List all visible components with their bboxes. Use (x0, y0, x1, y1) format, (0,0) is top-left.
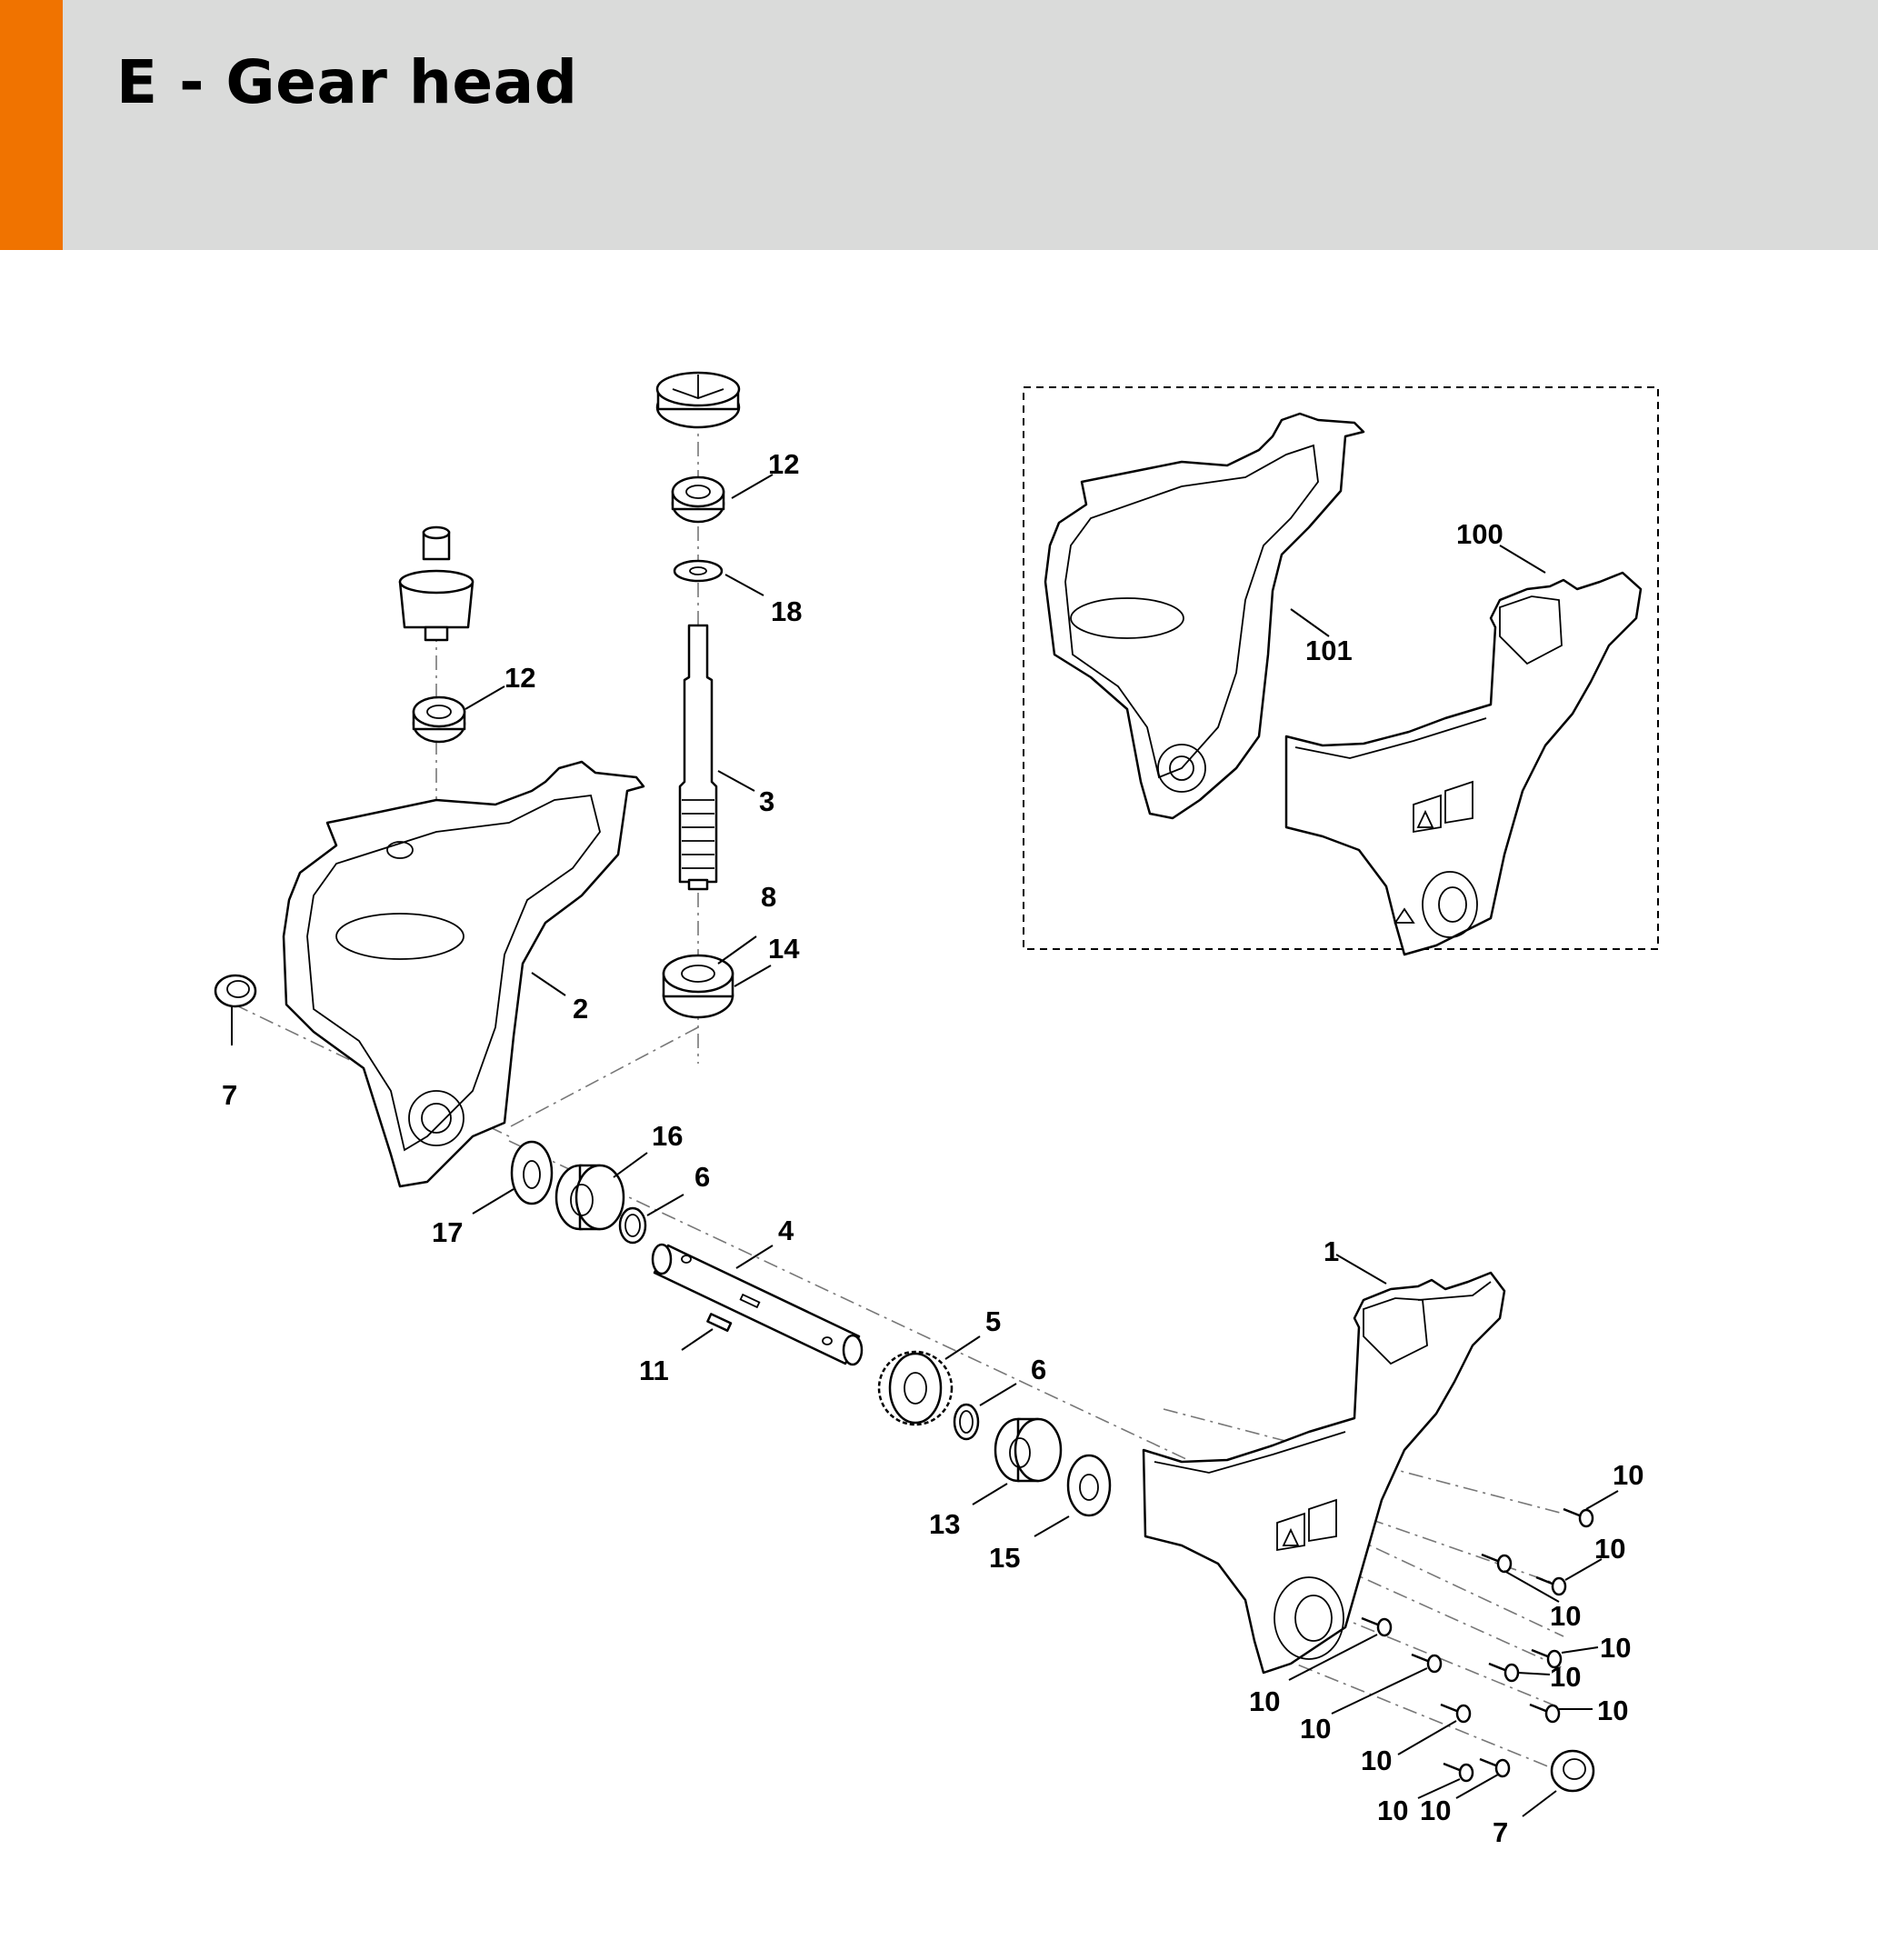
bearing-12-upper (671, 475, 725, 524)
part-labels: 12 18 12 3 8 14 2 7 16 6 17 4 5 11 6 13 … (222, 448, 1643, 1848)
label-11: 11 (639, 1355, 669, 1386)
label-12-upper: 12 (768, 448, 799, 480)
label-10-h: 10 (1300, 1713, 1331, 1745)
screws-10 (1361, 1507, 1594, 1783)
label-10-c: 10 (1550, 1600, 1581, 1632)
cap-7-right (1550, 1749, 1595, 1793)
washer-18 (673, 559, 724, 583)
screw-10-e (1488, 1662, 1520, 1683)
label-10-i: 10 (1361, 1745, 1392, 1776)
housing-half-2 (282, 760, 645, 1188)
circlip-6-lower (953, 1403, 980, 1441)
drive-hub-left (398, 525, 474, 642)
label-10-k: 10 (1420, 1795, 1451, 1826)
label-10-f: 10 (1597, 1695, 1628, 1726)
label-1: 1 (1324, 1235, 1339, 1267)
label-13: 13 (929, 1508, 960, 1540)
screw-10-i (1440, 1703, 1472, 1724)
bearing-13 (994, 1417, 1063, 1483)
ring-17 (510, 1140, 554, 1205)
bearing-14 (662, 954, 734, 1019)
label-10-e: 10 (1550, 1661, 1581, 1693)
header-band (0, 0, 1878, 250)
gear-5 (877, 1350, 954, 1426)
screw-10-j (1443, 1762, 1474, 1783)
inset-housing-101 (1044, 412, 1365, 820)
label-3: 3 (759, 785, 774, 817)
screw-10-k (1479, 1757, 1511, 1778)
screw-10-h (1411, 1653, 1443, 1674)
screw-10-a (1563, 1507, 1594, 1528)
label-10-a: 10 (1613, 1459, 1643, 1491)
label-2: 2 (573, 993, 588, 1025)
inset-cover-100 (1284, 571, 1643, 956)
label-101: 101 (1305, 635, 1353, 666)
ring-15 (1066, 1454, 1112, 1517)
circlip-6-upper (618, 1206, 647, 1245)
key-11 (706, 1313, 733, 1332)
bearing-16 (554, 1164, 625, 1231)
leader-lines (231, 474, 1619, 1817)
shaft-3 (678, 624, 718, 891)
label-14: 14 (768, 933, 800, 965)
label-16: 16 (652, 1120, 683, 1152)
label-7-right: 7 (1493, 1816, 1508, 1848)
label-4: 4 (778, 1215, 794, 1246)
label-6-lower: 6 (1031, 1354, 1046, 1385)
label-18: 18 (771, 595, 802, 627)
shaft-4 (651, 1243, 864, 1366)
screw-10-g (1361, 1616, 1393, 1637)
label-5: 5 (985, 1305, 1001, 1337)
drive-hub-upper (655, 371, 741, 429)
label-10-j: 10 (1377, 1795, 1408, 1826)
cap-7-left (214, 974, 257, 1008)
screw-10-f (1529, 1703, 1561, 1724)
label-8: 8 (761, 881, 776, 913)
label-10-b: 10 (1594, 1533, 1625, 1565)
label-100: 100 (1456, 518, 1503, 550)
label-17: 17 (432, 1216, 463, 1248)
screw-10-d (1531, 1648, 1563, 1669)
label-6-upper: 6 (694, 1161, 710, 1193)
page-title: E - Gear head (116, 47, 578, 117)
label-15: 15 (989, 1542, 1020, 1574)
label-10-d: 10 (1600, 1632, 1631, 1664)
housing-cover-1 (1142, 1271, 1506, 1675)
screw-10-c (1535, 1575, 1567, 1596)
label-12-lower: 12 (504, 662, 535, 694)
accent-bar (0, 0, 63, 250)
label-10-g: 10 (1249, 1685, 1280, 1717)
bearing-12-lower (412, 695, 466, 744)
label-7-left: 7 (222, 1079, 237, 1111)
